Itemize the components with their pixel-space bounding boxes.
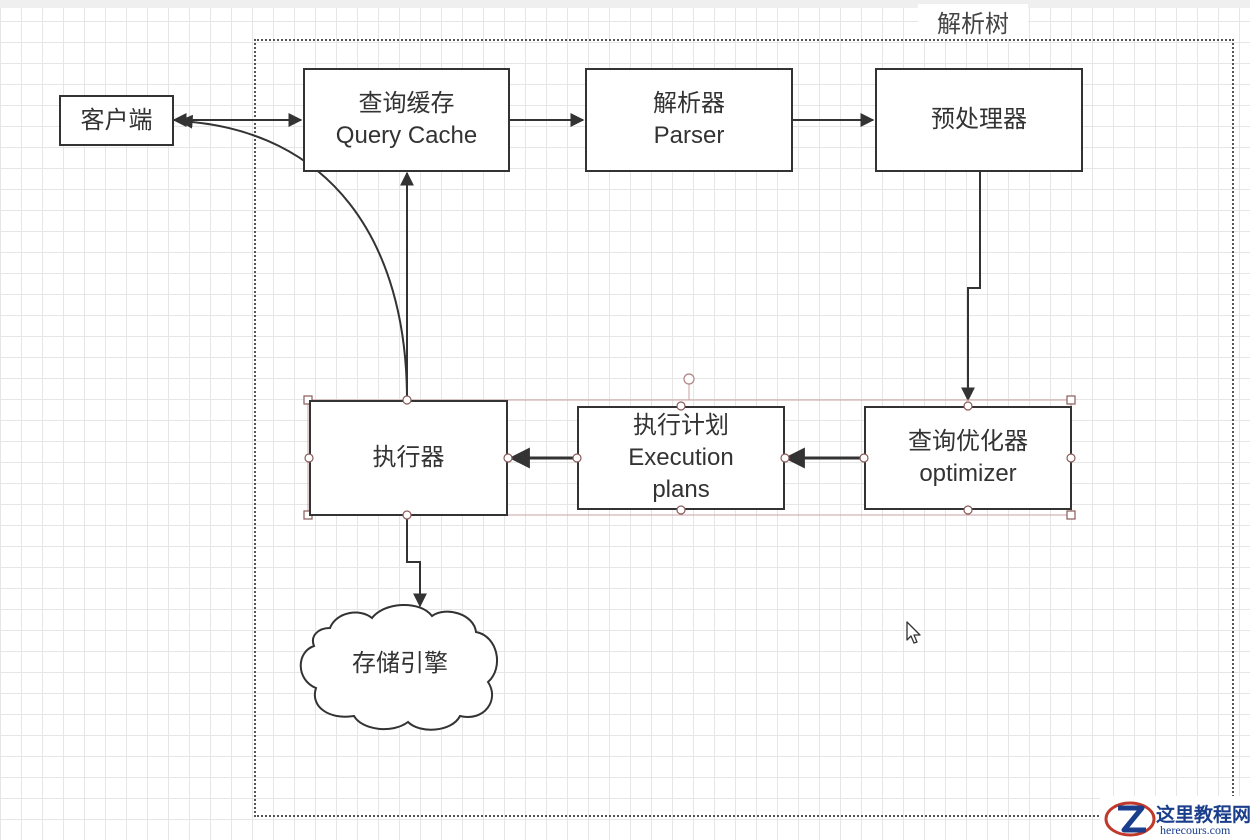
parser-label-en: Parser: [653, 122, 725, 149]
optimizer-label-cn: 查询优化器: [908, 428, 1028, 455]
execution-plans-label-en1: Execution: [628, 444, 734, 471]
top-strip: [0, 0, 1250, 8]
executor-label: 执行器: [372, 444, 445, 471]
watermark-logo: 这里教程网 herecours.com: [1100, 796, 1250, 840]
execution-plans-label-cn: 执行计划: [633, 412, 729, 439]
mouse-pointer-icon: [906, 621, 921, 644]
edge-executor-storage[interactable]: [406, 515, 427, 608]
execution-plans-node[interactable]: 执行计划 Execution plans: [577, 406, 785, 510]
query-cache-label-en: Query Cache: [335, 122, 478, 149]
query-cache-node[interactable]: 查询缓存 Query Cache: [303, 68, 510, 172]
query-cache-label-cn: 查询缓存: [358, 90, 455, 117]
preprocessor-node[interactable]: 预处理器: [875, 68, 1083, 172]
storage-engine-cloud[interactable]: [299, 603, 498, 731]
parse-tree-group-title: 解析树: [918, 4, 1028, 39]
watermark-text-en: herecours.com: [1160, 823, 1231, 837]
watermark-text-cn: 这里教程网: [1156, 805, 1250, 826]
edge-executor-client[interactable]: [178, 114, 408, 401]
optimizer-node[interactable]: 查询优化器 optimizer: [864, 406, 1072, 510]
resize-handle-br[interactable]: [1066, 510, 1076, 520]
resize-handle-tr[interactable]: [1066, 395, 1076, 405]
storage-engine-label: 存储引擎: [352, 650, 448, 677]
parser-label-cn: 解析器: [653, 90, 725, 117]
client-label: 客户端: [80, 106, 153, 134]
edge-preprocessor-optimizer[interactable]: [961, 172, 981, 402]
client-node[interactable]: 客户端: [59, 95, 174, 146]
preprocessor-label: 预处理器: [931, 106, 1027, 133]
parse-tree-group[interactable]: [254, 39, 1234, 817]
execution-plans-label-en2: plans: [652, 476, 710, 503]
rotate-handle[interactable]: [683, 373, 695, 385]
parser-node[interactable]: 解析器 Parser: [585, 68, 793, 172]
optimizer-label-en: optimizer: [919, 460, 1017, 487]
executor-node[interactable]: 执行器: [309, 400, 508, 516]
watermark-z-icon: [1104, 801, 1156, 837]
